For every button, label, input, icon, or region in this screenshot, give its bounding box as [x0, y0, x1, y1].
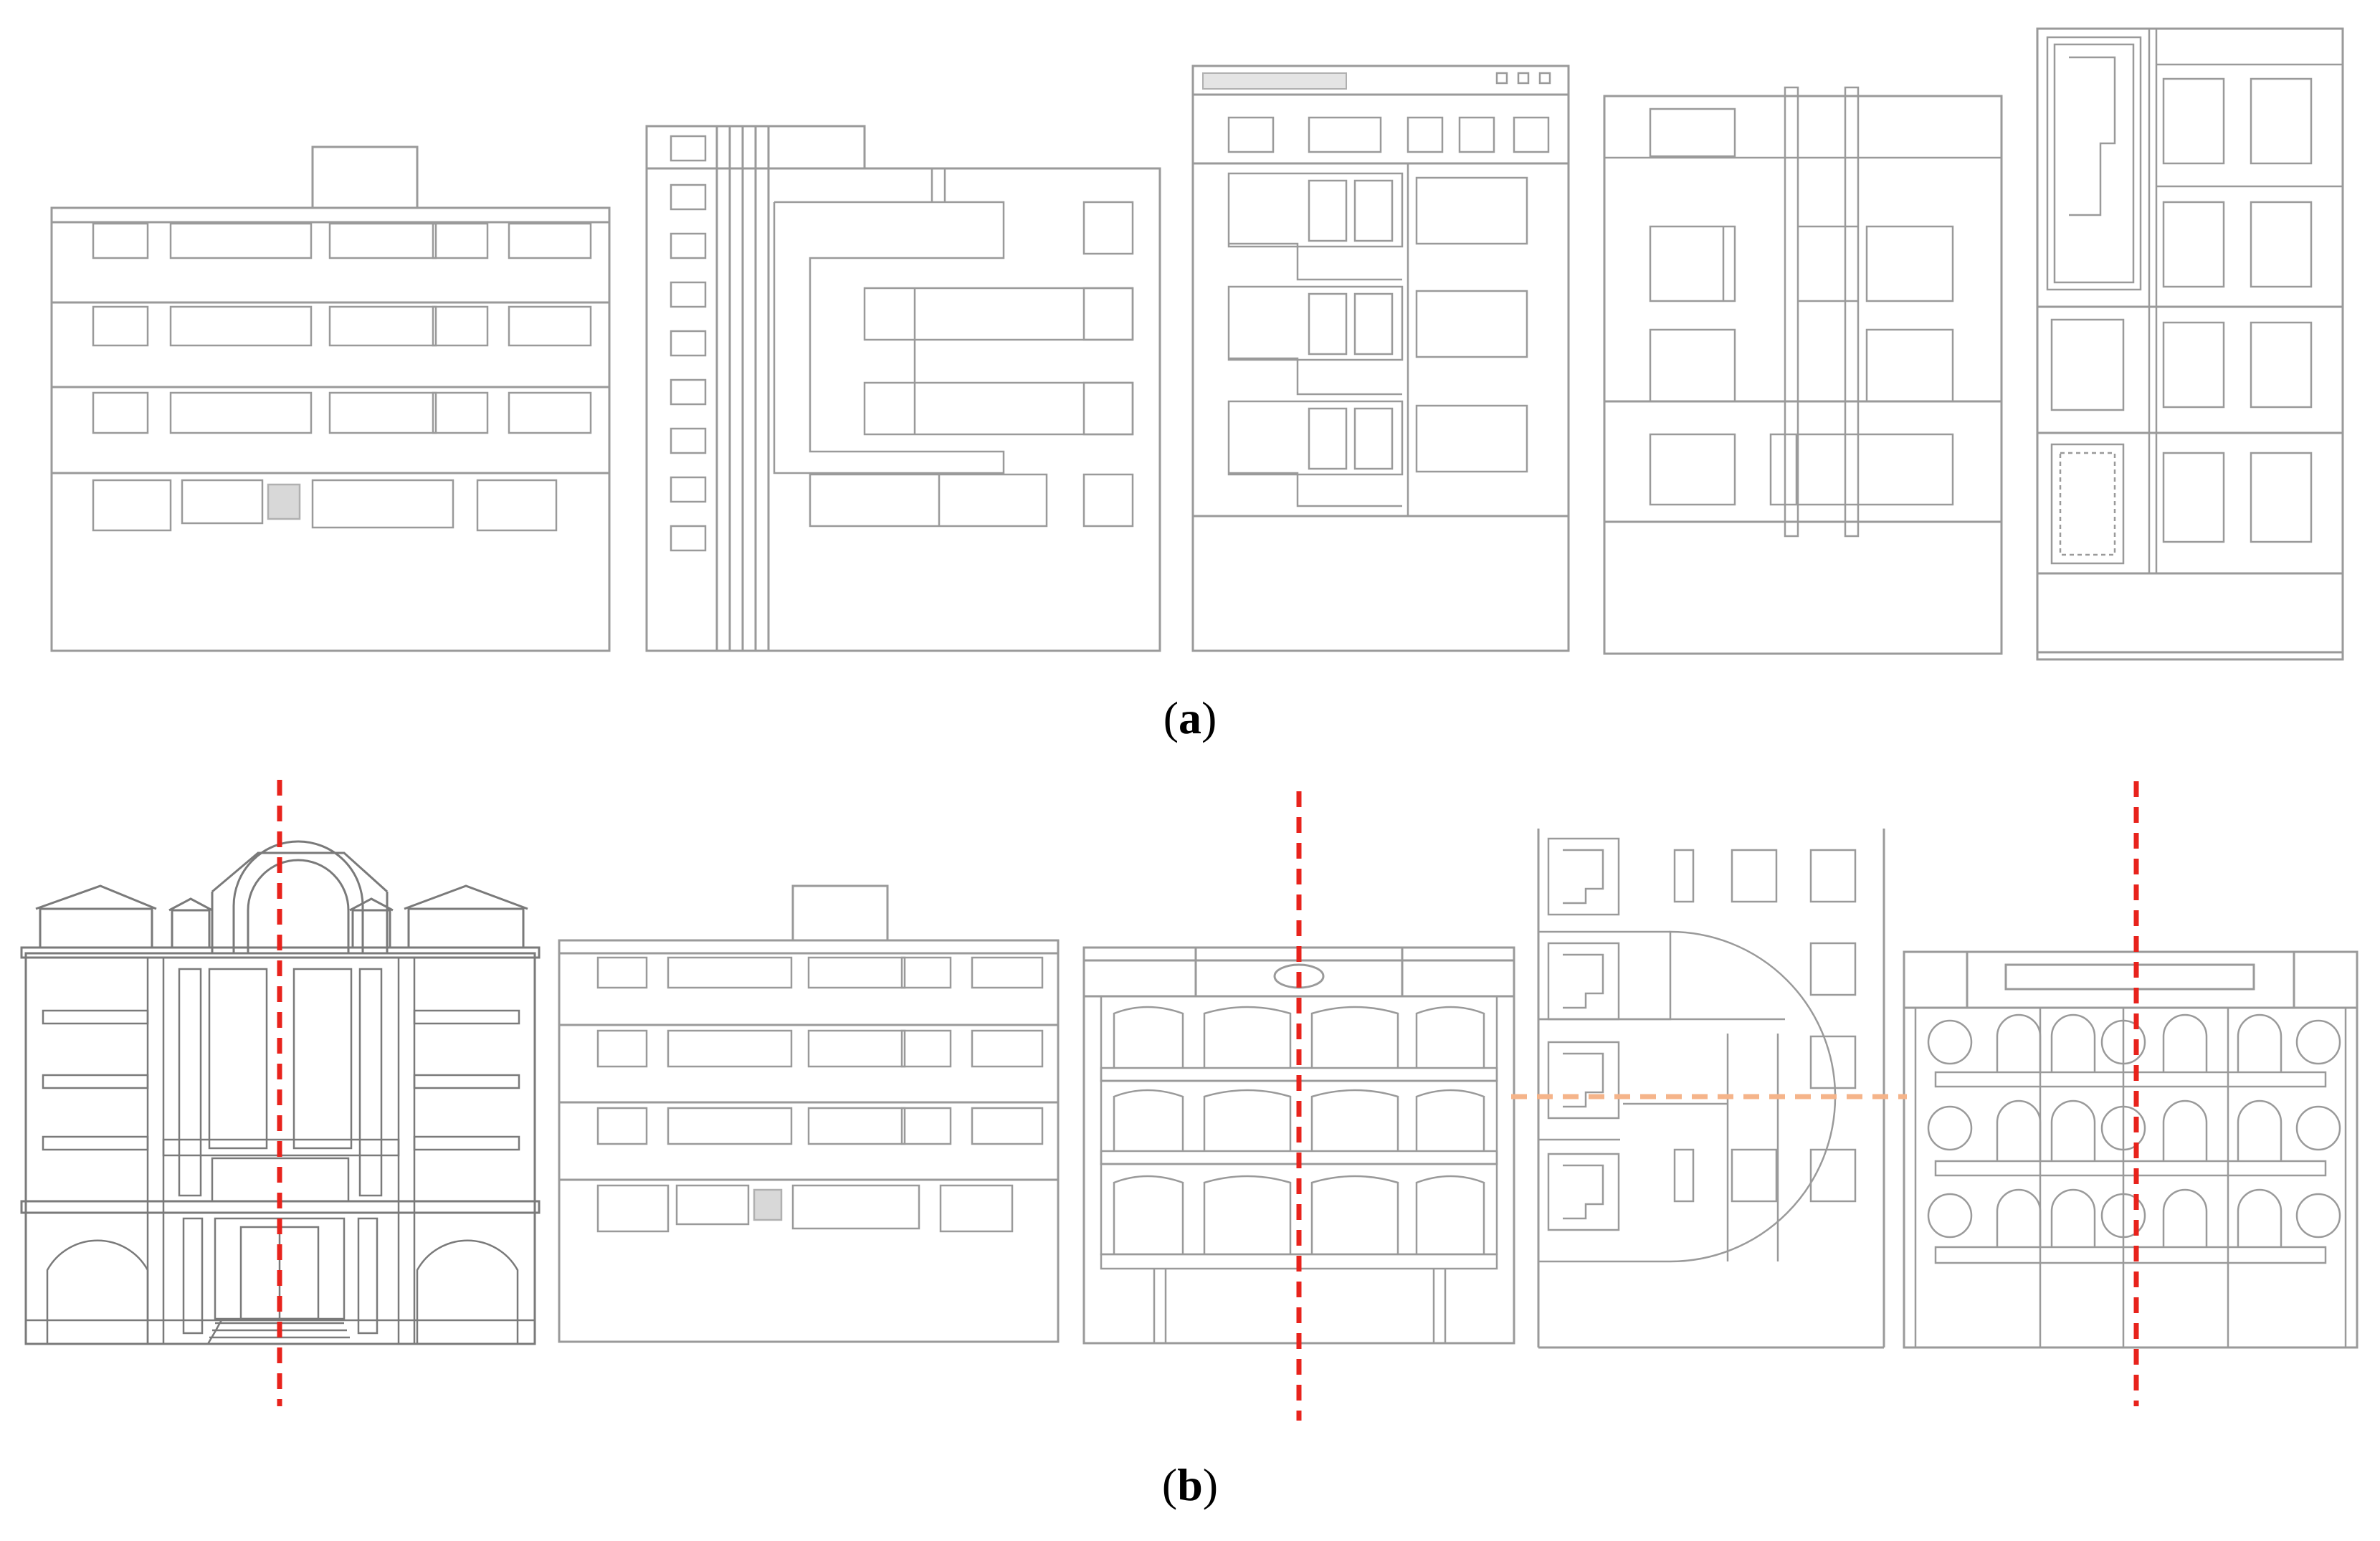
facade-a5	[2036, 27, 2344, 661]
facade-a2	[645, 125, 1161, 652]
facade-b2	[558, 884, 1060, 1343]
facade-a3	[1191, 65, 1570, 652]
label-a-close: )	[1201, 692, 1217, 743]
label-a-letter: a	[1179, 692, 1201, 743]
label-a-open: (	[1163, 692, 1179, 743]
label-b-close: )	[1202, 1459, 1219, 1510]
label-b-open: (	[1161, 1459, 1178, 1510]
facade-b5	[1903, 950, 2358, 1349]
facade-a4	[1603, 86, 2003, 655]
panel-label-a: (a)	[1118, 692, 1262, 745]
label-b-letter: b	[1177, 1459, 1203, 1510]
facade-a1	[50, 145, 611, 652]
panel-label-b: (b)	[1118, 1459, 1262, 1512]
facade-b4	[1537, 829, 1885, 1349]
